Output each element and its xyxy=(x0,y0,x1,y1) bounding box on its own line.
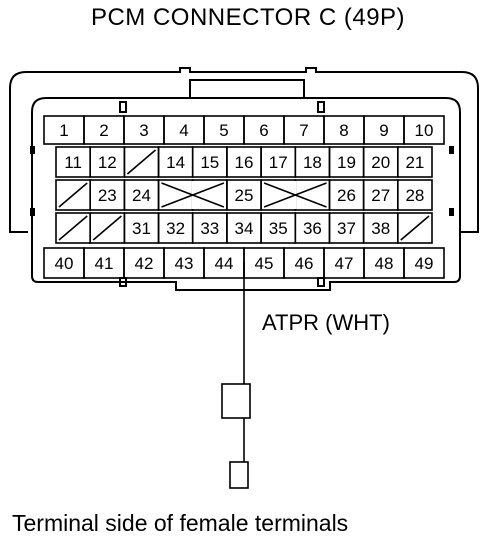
terminal-cell-49 xyxy=(403,247,445,279)
terminal-number: 34 xyxy=(235,219,254,238)
body-tab-top-left xyxy=(119,101,127,113)
body-tab-top-right xyxy=(317,101,325,113)
terminal-number: 31 xyxy=(132,219,151,238)
terminal-number: 25 xyxy=(235,186,254,205)
connector-latch xyxy=(189,79,305,98)
terminal-number: 49 xyxy=(415,254,434,273)
terminal-number: 17 xyxy=(269,153,288,172)
unused-cavity-slash xyxy=(400,215,430,241)
terminal-number: 10 xyxy=(415,121,434,140)
terminal-cell-10 xyxy=(403,115,445,145)
terminal-number: 9 xyxy=(379,121,388,140)
connector-body xyxy=(31,97,461,291)
unused-cavity-slash xyxy=(126,149,157,175)
unused-cavity-slash xyxy=(58,215,88,241)
terminal-cell-empty xyxy=(396,212,433,244)
terminal-number: 5 xyxy=(219,121,228,140)
wire-label: ATPR (WHT) xyxy=(262,310,390,335)
body-tab-bottom-right xyxy=(317,277,325,287)
terminal-number: 41 xyxy=(95,254,114,273)
terminal-number: 18 xyxy=(303,153,322,172)
female-terminal-small xyxy=(229,461,249,489)
unused-cavity-cross xyxy=(263,182,327,208)
terminal-number: 2 xyxy=(99,121,108,140)
side-mark-right-1 xyxy=(449,146,454,154)
connector-title: PCM CONNECTOR C (49P) xyxy=(90,4,406,31)
terminal-number: 16 xyxy=(235,153,254,172)
terminal-cell-21 xyxy=(396,146,433,178)
terminal-number: 12 xyxy=(98,153,117,172)
diagram-caption: Terminal side of female terminals xyxy=(12,510,349,536)
terminal-number: 27 xyxy=(371,186,390,205)
terminal-number: 37 xyxy=(337,219,356,238)
side-mark-left-1 xyxy=(30,146,35,154)
terminal-number: 36 xyxy=(303,219,322,238)
unused-cavity-slash xyxy=(92,215,122,241)
unused-cavity-cross xyxy=(161,182,225,208)
terminal-number: 23 xyxy=(98,186,117,205)
terminal-number: 43 xyxy=(175,254,194,273)
connector-outer-shell xyxy=(9,67,479,233)
terminal-number: 1 xyxy=(59,121,68,140)
terminal-number: 14 xyxy=(166,153,185,172)
terminal-number: 32 xyxy=(166,219,185,238)
terminal-number: 28 xyxy=(405,186,424,205)
terminal-number: 46 xyxy=(295,254,314,273)
female-terminal-large xyxy=(221,383,251,419)
terminal-number: 7 xyxy=(299,121,308,140)
terminal-number: 44 xyxy=(215,254,234,273)
terminal-number: 33 xyxy=(200,219,219,238)
terminal-number: 21 xyxy=(405,153,424,172)
terminal-number: 42 xyxy=(135,254,154,273)
unused-cavity-slash xyxy=(58,182,88,208)
side-mark-right-2 xyxy=(449,208,454,216)
terminal-number: 15 xyxy=(200,153,219,172)
terminal-number: 24 xyxy=(132,186,151,205)
terminal-number: 19 xyxy=(337,153,356,172)
terminal-number: 48 xyxy=(375,254,394,273)
terminal-number: 38 xyxy=(371,219,390,238)
terminal-number: 20 xyxy=(371,153,390,172)
terminal-number: 47 xyxy=(335,254,354,273)
terminal-number: 3 xyxy=(139,121,148,140)
terminal-number: 6 xyxy=(259,121,268,140)
terminal-number: 8 xyxy=(339,121,348,140)
terminal-number: 45 xyxy=(255,254,274,273)
side-mark-left-2 xyxy=(30,208,35,216)
terminal-number: 11 xyxy=(64,153,82,172)
terminal-number: 26 xyxy=(337,186,356,205)
terminal-number: 35 xyxy=(269,219,288,238)
terminal-number: 40 xyxy=(55,254,74,273)
terminal-cell-28 xyxy=(396,179,433,211)
terminal-number: 4 xyxy=(179,121,188,140)
